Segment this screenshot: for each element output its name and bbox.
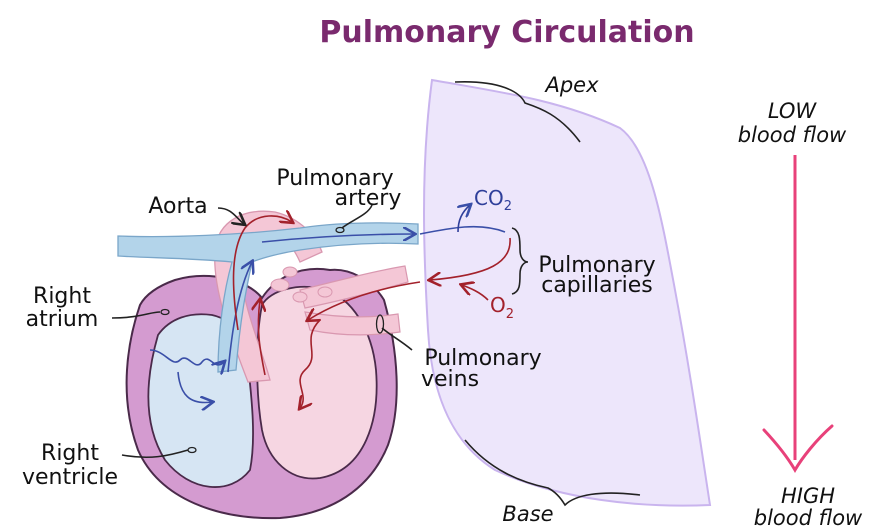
low-flow-label-line2: blood flow (738, 123, 847, 147)
vein-opening-1 (271, 279, 289, 291)
base-label: Base (502, 502, 553, 526)
high-flow-label-line1: HIGH (781, 484, 835, 508)
low-flow-label-line1: LOW (768, 99, 818, 123)
pulmonary-artery-label-line2: artery (335, 186, 402, 211)
aorta-label: Aorta (148, 194, 207, 219)
pulmonary-veins-label-line2: veins (421, 367, 479, 392)
high-flow-label-line2: blood flow (754, 506, 863, 530)
page-title: Pulmonary Circulation (319, 15, 694, 50)
vein-opening-4 (283, 267, 297, 277)
right-atrium-label-line2: atrium (26, 307, 99, 332)
blood-flow-gradient-arrow-head (764, 426, 832, 470)
vein-opening-3 (318, 287, 332, 297)
vein-opening-2 (293, 292, 307, 302)
right-atrium-label-line1: Right (33, 284, 91, 309)
right-ventricle-label-line1: Right (41, 441, 99, 466)
apex-label: Apex (543, 73, 599, 97)
capillaries-label-line2: capillaries (541, 273, 653, 298)
right-ventricle-label-line2: ventricle (22, 465, 118, 490)
